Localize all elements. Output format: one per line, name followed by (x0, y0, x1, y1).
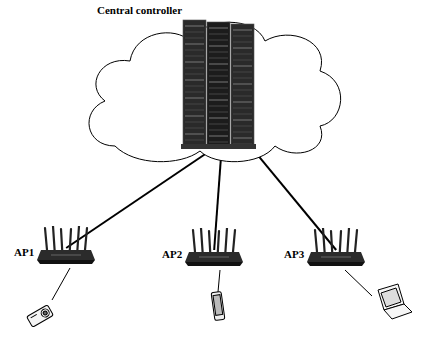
projector-icon (27, 305, 54, 327)
access-point-node: AP3 (284, 228, 365, 270)
cloud-outline (75, 6, 345, 171)
node-label: AP1 (14, 246, 34, 258)
node-label: AP3 (284, 248, 304, 260)
node-heading: Central controller (95, 4, 184, 16)
access-point-icon (37, 226, 95, 268)
cloud-node: Central controller (75, 6, 345, 171)
access-point-node: AP2 (162, 228, 243, 270)
access-point-node: AP1 (14, 226, 95, 268)
laptop-icon (378, 284, 412, 319)
node-label: AP2 (162, 248, 182, 260)
server-rack (181, 20, 256, 149)
access-point-icon (185, 228, 243, 270)
phone-icon (211, 291, 225, 320)
access-point-icon (307, 228, 365, 270)
